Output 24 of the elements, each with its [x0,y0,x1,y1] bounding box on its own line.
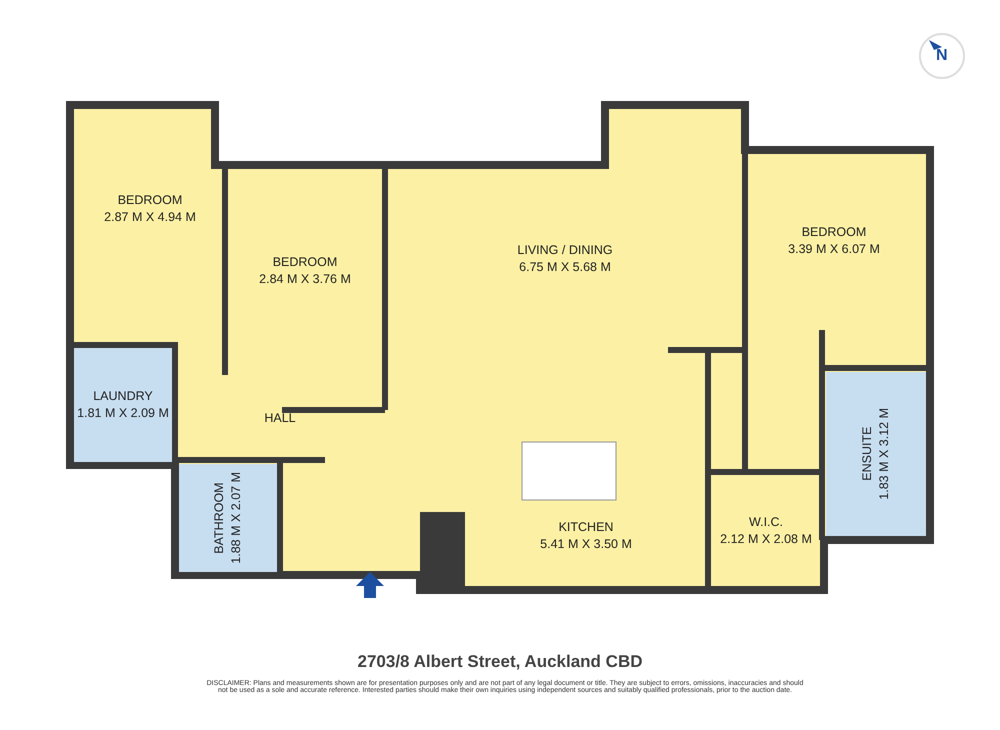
title: 2703/8 Albert Street, Auckland CBD [356,652,644,672]
laundry-area [74,348,172,462]
compass-north-label: N [936,47,948,65]
room-name: BATHROOM [211,482,228,554]
room-name: W.I.C. [748,514,784,531]
room-dimensions: 5.41 M X 3.50 M [540,536,632,553]
room-dimensions: 2.12 M X 2.08 M [720,531,812,548]
room-dimensions: 1.88 M X 2.07 M [228,472,244,564]
ensuite-area [826,372,926,536]
room-dimensions: 2.84 M X 3.76 M [259,271,351,288]
room-name: LAUNDRY [93,388,153,405]
room-name: ENSUITE [859,426,876,482]
room-dimensions: 1.81 M X 2.09 M [77,405,169,422]
room-name: BEDROOM [118,192,182,209]
room-name: HALL [264,410,296,426]
room-dimensions: 6.75 M X 5.68 M [519,259,611,276]
room-dimensions: 1.83 M X 3.12 M [876,408,892,500]
room-name: LIVING / DINING [517,242,613,259]
bathroom-area [179,464,277,572]
room-dimensions: 2.87 M X 4.94 M [104,209,196,226]
room-dimensions: 3.39 M X 6.07 M [788,241,880,258]
room-name: BEDROOM [272,254,338,271]
room-name: BEDROOM [802,224,866,241]
room-name: KITCHEN [558,519,614,536]
